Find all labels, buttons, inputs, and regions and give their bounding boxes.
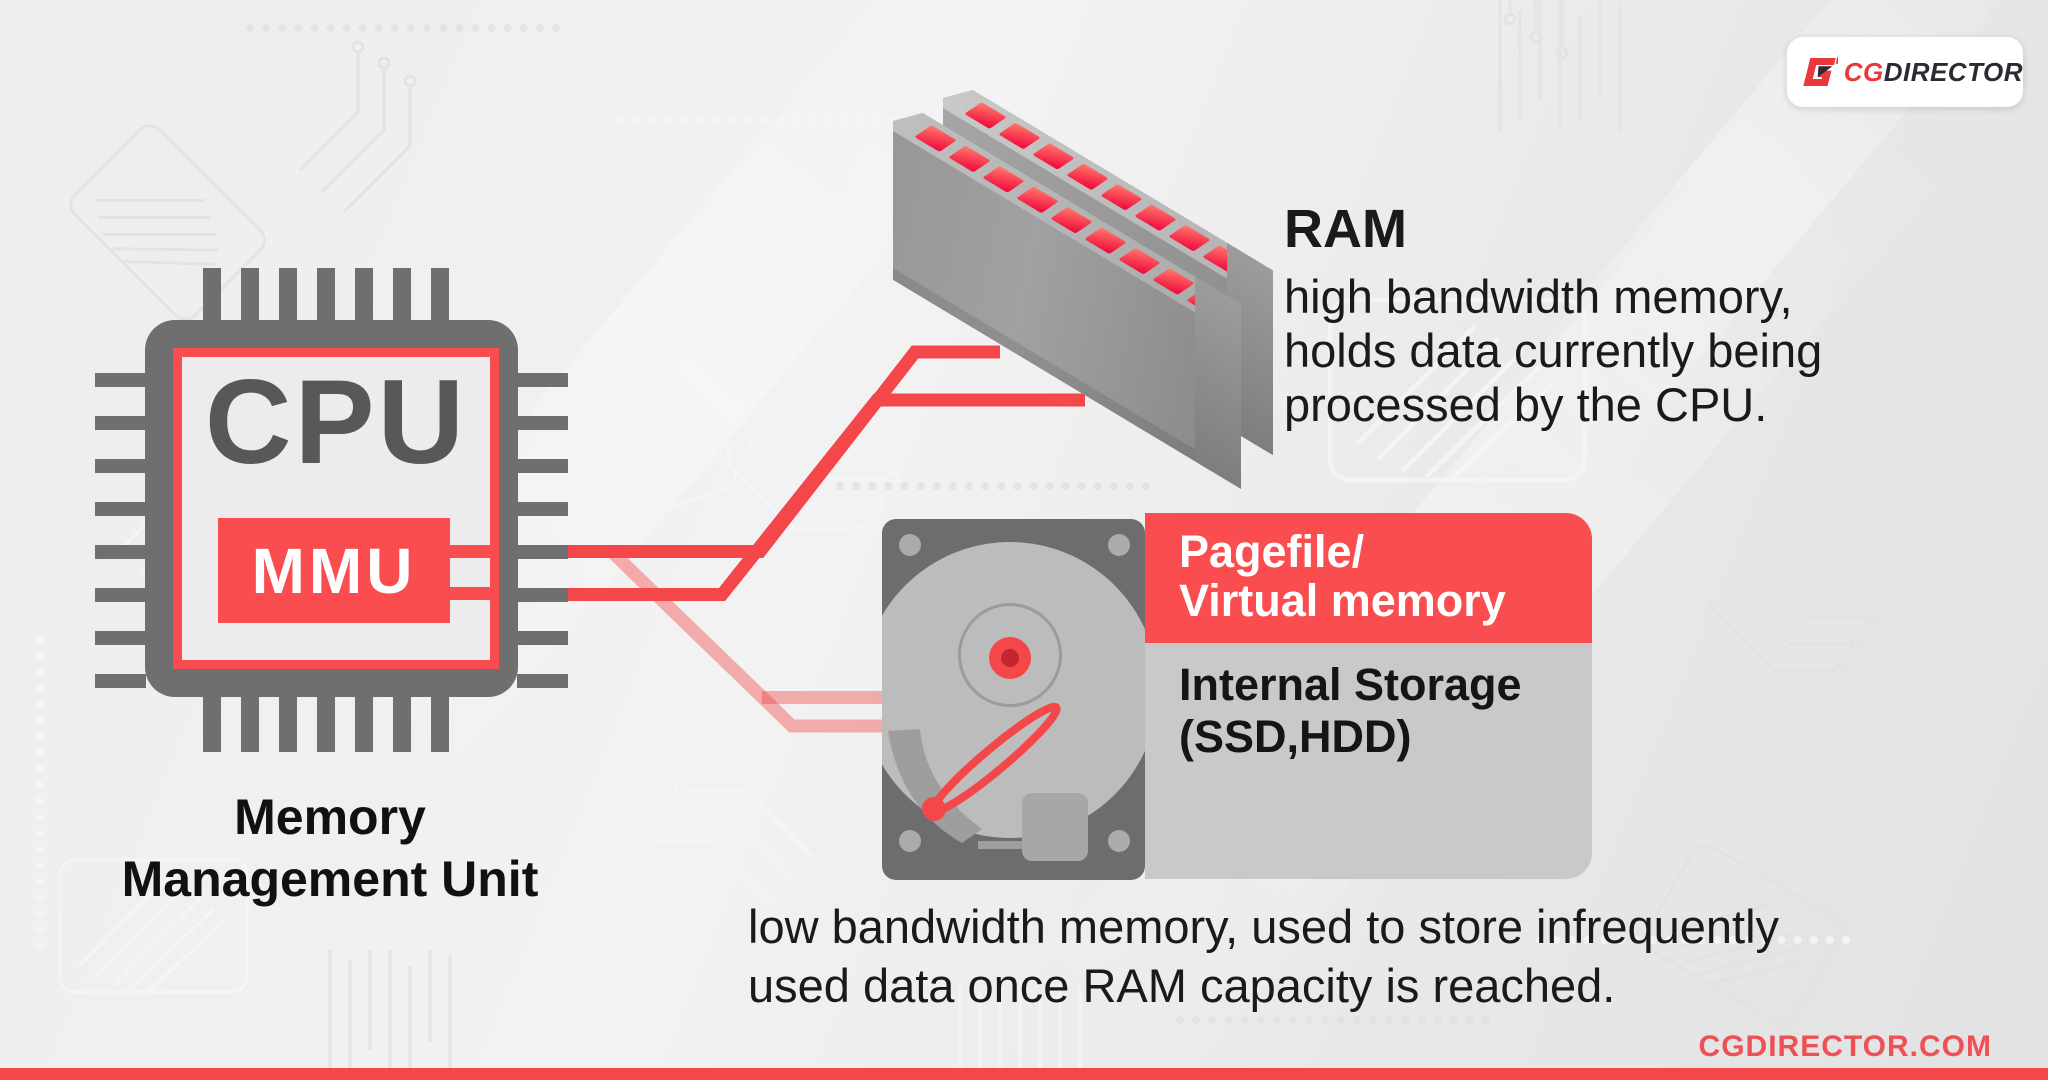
hdd-screw [1108, 830, 1130, 852]
ram-description-line3: processed by the CPU. [1284, 378, 1768, 431]
cpu-pins-right [517, 373, 568, 688]
hard-drive-icon [882, 519, 1145, 880]
cpu-pins-top [203, 268, 449, 321]
storage-description: low bandwidth memory, used to store infr… [748, 897, 1779, 1015]
storage-label-line1: Internal Storage [1179, 659, 1522, 710]
logo-brand-primary: CG [1843, 56, 1884, 87]
hdd-screw [899, 830, 921, 852]
hdd-screw [899, 534, 921, 556]
cpu-pins-bottom [203, 696, 449, 752]
cpu-storage-bus-line-upper [607, 547, 890, 733]
mmu-caption-line1: Memory [234, 789, 426, 845]
mmu-caption-line2: Management Unit [121, 851, 539, 907]
ram-description-line2: holds data currently being [1284, 324, 1823, 377]
footer-red-bar [0, 1068, 2048, 1080]
storage-label-line2: (SSD,HDD) [1179, 711, 1412, 762]
hdd-screw [1108, 534, 1130, 556]
storage-description-line2: used data once RAM capacity is reached. [748, 959, 1616, 1012]
cpu-label: CPU [204, 355, 468, 489]
hdd-spindle-center [1001, 649, 1019, 667]
cpu-ram-bus-line-lower [540, 393, 1085, 601]
pagefile-header: Pagefile/ Virtual memory [1145, 513, 1592, 643]
ram-description-line1: high bandwidth memory, [1284, 270, 1793, 323]
ram-title: RAM [1284, 199, 1407, 259]
mmu-label: MMU [251, 534, 417, 607]
hdd-actuator-arm [888, 702, 1088, 861]
ram-description: high bandwidth memory, holds data curren… [1284, 270, 1822, 432]
logo-wordmark: CGDIRECTOR [1844, 57, 2023, 88]
mmu-caption: Memory Management Unit [30, 786, 630, 910]
storage-panel-body: Internal Storage (SSD,HDD) [1145, 643, 1592, 879]
website-label: CGDIRECTOR.COM [1698, 1030, 1992, 1063]
cpu-pins-left [95, 373, 146, 688]
cgdirector-g-icon [1803, 56, 1838, 86]
hdd-spindle-ring [958, 603, 1062, 707]
pagefile-title-line2: Virtual memory [1179, 575, 1506, 626]
site-logo: CGDIRECTOR [1787, 37, 2023, 107]
logo-brand-secondary: DIRECTOR [1883, 56, 2023, 87]
ram-text-block: RAM high bandwidth memory, holds data cu… [1284, 200, 1822, 432]
ram-module-edge [1195, 276, 1241, 489]
mmu-bus-stub [450, 545, 499, 558]
pagefile-title-line1: Pagefile/ [1179, 526, 1365, 577]
storage-description-line1: low bandwidth memory, used to store infr… [748, 900, 1780, 953]
mmu-box: MMU [218, 518, 450, 623]
mmu-bus-stub [450, 587, 499, 600]
